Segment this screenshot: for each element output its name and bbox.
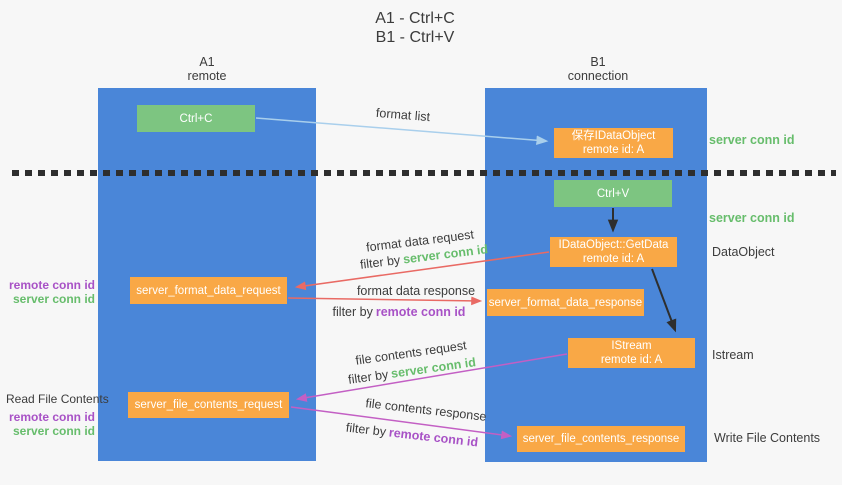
getdata-label: IDataObject::GetData bbox=[558, 239, 669, 251]
lifeline-a1-name: A1 bbox=[199, 55, 215, 69]
file-contents-response-label: file contents response bbox=[364, 396, 488, 424]
server-format-data-request-node: server_format_data_request bbox=[130, 277, 287, 304]
server-conn-id-annotation-top: server conn id bbox=[709, 133, 795, 147]
read-file-contents-annotation: Read File Contents bbox=[6, 392, 109, 406]
ctrl-c-node: Ctrl+C bbox=[137, 105, 255, 132]
format-list-label: format list bbox=[375, 105, 431, 125]
server-conn-id-annotation: server conn id bbox=[12, 292, 95, 306]
istream-remote-id: remote id: A bbox=[600, 354, 663, 366]
format-data-response-arrow bbox=[287, 296, 483, 306]
diagram-title: A1 - Ctrl+C B1 - Ctrl+V bbox=[330, 9, 500, 47]
lifeline-header-a1: A1 remote bbox=[147, 55, 267, 83]
getdata-remote-id: remote id: A bbox=[582, 253, 645, 265]
title-line-1: A1 - Ctrl+C bbox=[375, 10, 455, 27]
server-conn-id-annotation-mid: server conn id bbox=[709, 211, 795, 225]
save-idataobject-node: 保存IDataObject remote id: A bbox=[554, 128, 673, 158]
filter-by-remote-conn-id-label-2: filter byremote conn id bbox=[332, 419, 493, 451]
server-format-data-response-label: server_format_data_response bbox=[488, 296, 643, 309]
remote-conn-id-annotation: remote conn id bbox=[8, 410, 95, 424]
lifeline-a1-role: remote bbox=[187, 69, 227, 83]
dataobject-annotation: DataObject bbox=[712, 245, 775, 259]
istream-node: IStream remote id: A bbox=[568, 338, 695, 368]
filter-by-text: filter by bbox=[332, 305, 373, 319]
istream-annotation: Istream bbox=[712, 348, 754, 362]
left-conn-id-group-file: remote conn id server conn id bbox=[0, 410, 95, 438]
server-file-contents-request-label: server_file_contents_request bbox=[134, 399, 283, 411]
remote-conn-id-annotation: remote conn id bbox=[8, 278, 95, 292]
remote-conn-id-text: remote conn id bbox=[375, 305, 466, 319]
save-idataobject-remote-id: remote id: A bbox=[582, 144, 645, 156]
lifeline-header-b1: B1 connection bbox=[538, 55, 658, 83]
server-format-data-request-label: server_format_data_request bbox=[136, 284, 281, 297]
ctrl-c-label: Ctrl+C bbox=[179, 112, 213, 125]
write-file-contents-annotation: Write File Contents bbox=[714, 431, 821, 445]
server-format-data-response-node: server_format_data_response bbox=[487, 289, 644, 316]
lifeline-b1-role: connection bbox=[567, 69, 629, 83]
filter-by-text: filter by bbox=[347, 367, 390, 387]
title-line-2: B1 - Ctrl+V bbox=[375, 29, 455, 46]
ctrl-v-label: Ctrl+V bbox=[596, 187, 630, 200]
server-conn-id-annotation: server conn id bbox=[12, 424, 95, 438]
getdata-node: IDataObject::GetData remote id: A bbox=[550, 237, 677, 267]
ctrl-v-node: Ctrl+V bbox=[554, 180, 672, 207]
left-conn-id-group-format: remote conn id server conn id bbox=[0, 278, 95, 306]
server-file-contents-response-label: server_file_contents_response bbox=[522, 433, 680, 445]
lifeline-b1-name: B1 bbox=[590, 55, 606, 69]
filter-by-text: filter by bbox=[359, 252, 401, 272]
filter-by-text: filter by bbox=[345, 420, 387, 439]
save-idataobject-label: 保存IDataObject bbox=[571, 130, 656, 142]
server-file-contents-request-node: server_file_contents_request bbox=[128, 392, 289, 418]
remote-conn-id-text: remote conn id bbox=[388, 425, 479, 450]
format-data-response-label: format data response bbox=[356, 284, 476, 298]
istream-label: IStream bbox=[611, 340, 652, 352]
server-file-contents-response-node: server_file_contents_response bbox=[517, 426, 685, 452]
